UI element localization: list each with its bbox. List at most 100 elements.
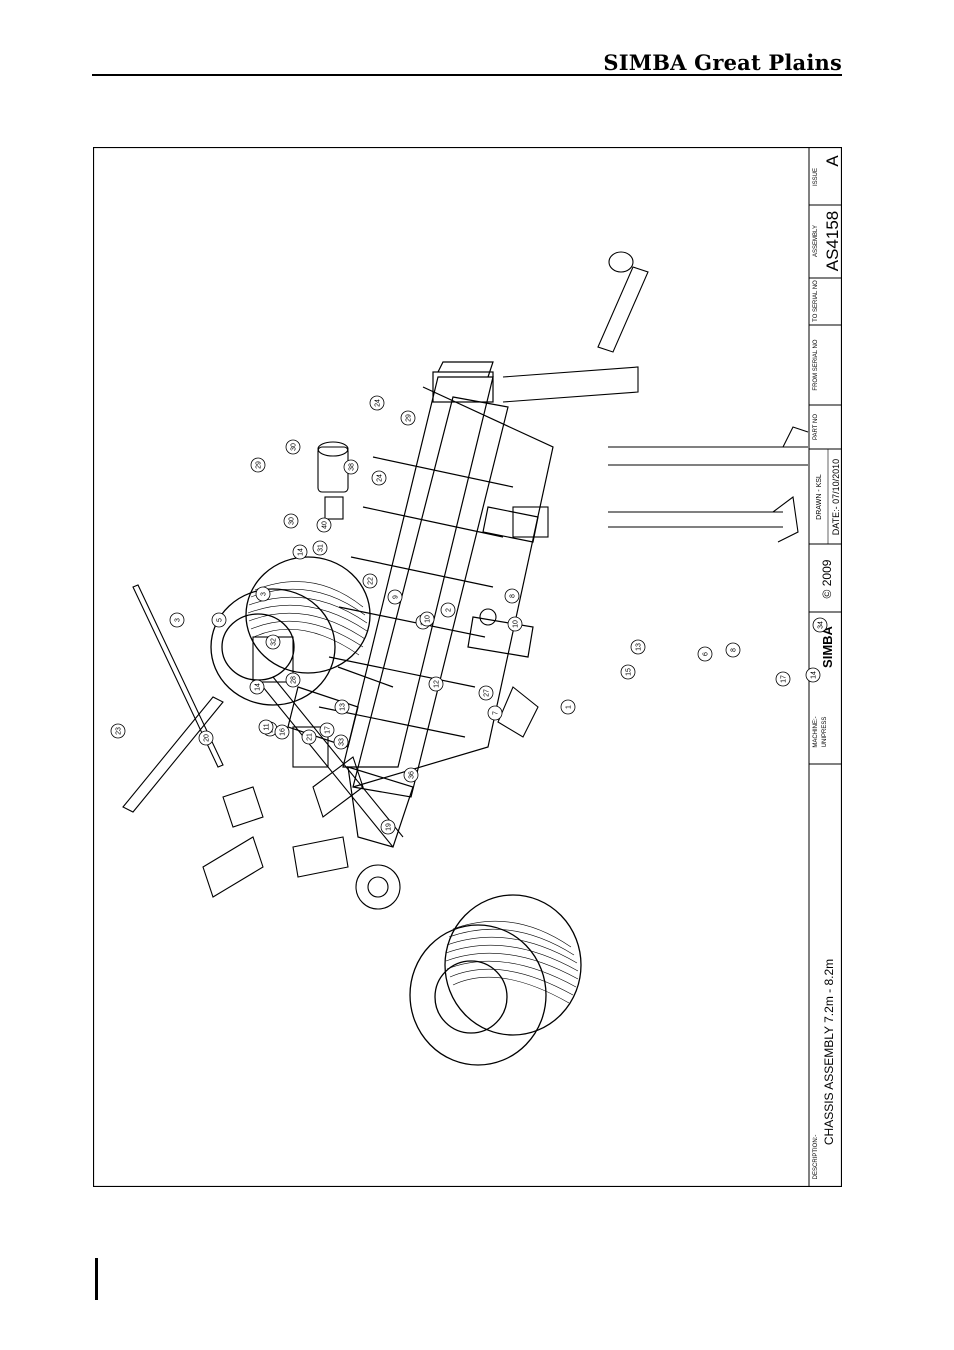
machine-label: MACHINE:- [813, 716, 819, 747]
chassis-assembly-drawing: ISSUE A ASSEMBLY AS4158 TO SERIAL NO FRO… [93, 147, 842, 1187]
callout-number: 32 [271, 638, 278, 646]
callout-bubble [387, 589, 403, 605]
to-serial-label: TO SERIAL NO [813, 280, 819, 322]
callout-bubble [249, 679, 265, 695]
callout-bubble [371, 470, 387, 486]
chassis-frame [287, 361, 554, 848]
machine-value: UNIPRESS [822, 717, 828, 748]
callout-number: 31 [318, 544, 325, 552]
callout-number: 2 [446, 608, 453, 612]
callout-bubble [428, 676, 444, 692]
callout-bubble [211, 612, 227, 628]
callout-number: 40 [322, 521, 329, 529]
callout-number: 38 [349, 463, 356, 471]
callout-bubble [319, 722, 335, 738]
drawing-date: DATE:- 07/10/2010 [831, 459, 841, 535]
assembly-label: ASSEMBLY [813, 225, 819, 257]
callout-number: 28 [291, 676, 298, 684]
callout-number: 19 [386, 823, 393, 831]
callout-bubble [274, 724, 290, 740]
callout-number: 24 [375, 399, 382, 407]
assembly-value: AS4158 [823, 211, 842, 272]
issue-value: A [823, 155, 842, 167]
callout-bubble [258, 719, 274, 735]
title-block: ISSUE A ASSEMBLY AS4158 TO SERIAL NO FRO… [813, 155, 842, 1180]
callout-bubble [487, 705, 503, 721]
callout-bubble [812, 617, 828, 633]
callout-number: 23 [116, 727, 123, 735]
copyright: © 2009 [820, 559, 834, 598]
hitch-assembly [479, 251, 809, 738]
callout-bubble [380, 819, 396, 835]
callout-bubble [292, 544, 308, 560]
callout-number: 10 [513, 620, 520, 628]
callout-number: 14 [811, 671, 818, 679]
callout-bubble [285, 439, 301, 455]
callout-number: 10 [425, 615, 432, 623]
callout-bubble [419, 611, 435, 627]
callout-number: 14 [298, 548, 305, 556]
callout-number: 22 [368, 577, 375, 585]
callout-bubble [255, 586, 271, 602]
callout-number: 27 [484, 689, 491, 697]
callout-bubble [334, 699, 350, 715]
callout-bubble [362, 573, 378, 589]
callout-bubble [697, 646, 713, 662]
callout-bubble [620, 664, 636, 680]
callout-bubble [630, 639, 646, 655]
callout-bubble [301, 729, 317, 745]
callout-number: 13 [340, 703, 347, 711]
callout-number: 12 [434, 680, 441, 688]
part-no-label: PART NO [813, 414, 819, 440]
wheel-rear [210, 556, 371, 706]
callout-bubble [400, 410, 416, 426]
callout-bubble [775, 671, 791, 687]
callout-number: 13 [636, 643, 643, 651]
callout-number: 24 [377, 474, 384, 482]
callout-bubble [369, 395, 385, 411]
callout-number: 7 [493, 711, 500, 715]
callout-bubble [440, 602, 456, 618]
callout-bubble [504, 588, 520, 604]
wheel-front [409, 894, 582, 1066]
callout-bubble [333, 734, 349, 750]
callout-bubble [312, 540, 328, 556]
header-rule [92, 74, 842, 76]
callout-number: 8 [510, 594, 517, 598]
callout-bubble [169, 612, 185, 628]
callout-bubble [285, 672, 301, 688]
issue-label: ISSUE [813, 168, 819, 186]
callout-bubble [265, 634, 281, 650]
callout-number: 8 [731, 648, 738, 652]
callout-bubble [560, 699, 576, 715]
simba-logo: SIMBA [820, 625, 835, 668]
callout-bubble [725, 642, 741, 658]
description-value: CHASSIS ASSEMBLY 7.2m - 8.2m [822, 959, 836, 1145]
callout-number: 21 [307, 733, 314, 741]
callout-number: 30 [289, 517, 296, 525]
callout-number: 36 [409, 771, 416, 779]
callout-bubble [403, 767, 419, 783]
callout-number: 29 [256, 461, 263, 469]
callout-number: 17 [781, 675, 788, 683]
callout-number: 11 [264, 723, 271, 730]
from-serial-label: FROM SERIAL NO [813, 339, 819, 390]
callout-bubble [343, 459, 359, 475]
callout-bubble [507, 616, 523, 632]
callout-number: 5 [217, 618, 224, 622]
callout-number: 9 [393, 595, 400, 599]
callout-bubble [283, 513, 299, 529]
drawn-by: DRAWN - KSL [816, 474, 823, 520]
footer-bar [95, 1258, 98, 1300]
callout-number: 1 [566, 705, 573, 709]
callout-number: 6 [703, 652, 710, 656]
callout-labels: 3531432282114302938242429229141036212271… [110, 395, 842, 835]
callout-bubble [250, 457, 266, 473]
callout-number: 14 [255, 683, 262, 691]
callout-number: 16 [280, 728, 287, 736]
callout-number: 33 [339, 738, 346, 746]
callout-bubble [316, 517, 332, 533]
callout-bubble [110, 723, 126, 739]
callout-number: 17 [325, 726, 332, 734]
callout-number: 20 [204, 734, 211, 742]
